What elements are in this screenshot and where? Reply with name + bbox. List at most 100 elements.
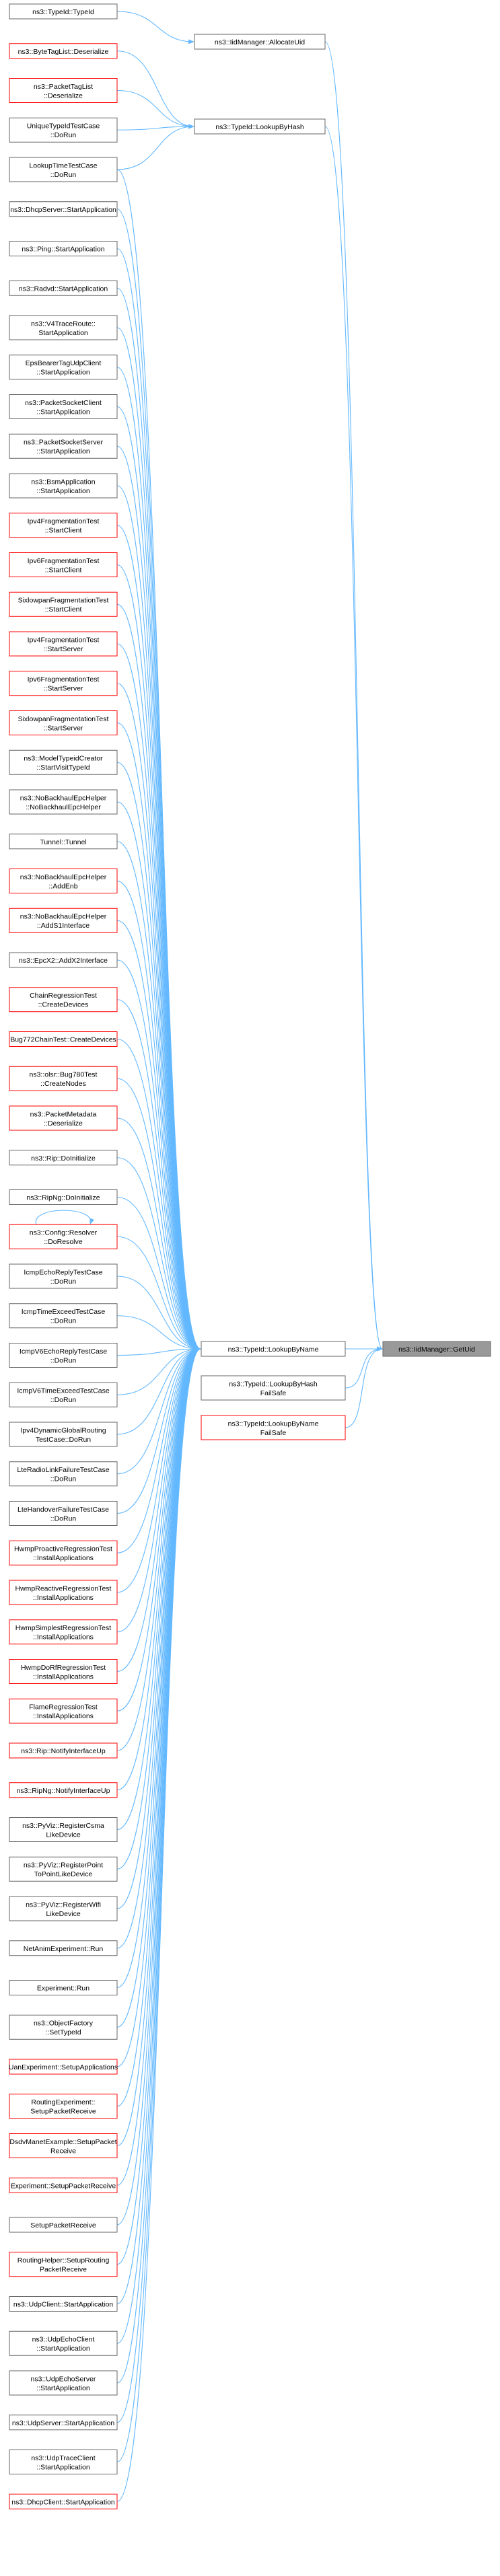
- caller-node-hwmpproactiveregressiontest-installapplications[interactable]: HwmpProactiveRegressionTest::InstallAppl…: [9, 1540, 118, 1566]
- caller-node-hwmpreactiveregressiontest-installapplications[interactable]: HwmpReactiveRegressionTest::InstallAppli…: [9, 1580, 118, 1605]
- caller-node-flameregressiontest-installapplications[interactable]: FlameRegressionTest::InstallApplications: [9, 1698, 118, 1724]
- caller-node-ns3-config-resolver-doresolve[interactable]: ns3::Config::Resolver::DoResolve: [9, 1224, 118, 1249]
- caller-node-chainregressiontest-createdevices[interactable]: ChainRegressionTest::CreateDevices: [9, 987, 118, 1013]
- call-edge: [116, 920, 201, 1352]
- caller-node-ns3-epcx2-addx2interface[interactable]: ns3::EpcX2::AddX2Interface: [9, 952, 118, 968]
- caller-node-setuppacketreceive[interactable]: SetupPacketReceive: [9, 2217, 118, 2233]
- caller-node-netanimexperiment-run[interactable]: NetAnimExperiment::Run: [9, 1940, 118, 1956]
- caller-node-ns3-packetsocketclient-startapplication[interactable]: ns3::PacketSocketClient::StartApplicatio…: [9, 394, 118, 419]
- caller-node-uanexperiment-setupapplications[interactable]: UanExperiment::SetupApplications: [9, 2059, 118, 2075]
- caller-node-ns3-rip-doinitialize[interactable]: ns3::Rip::DoInitialize: [9, 1150, 118, 1166]
- caller-node-icmpv6timeexceedtestcase-dorun[interactable]: IcmpV6TimeExceedTestCase::DoRun: [9, 1382, 118, 1407]
- node-label: ::NoBackhaulEpcHelper: [26, 803, 101, 811]
- caller-node-ns3-ping-startapplication[interactable]: ns3::Ping::StartApplication: [9, 241, 118, 256]
- node-box: [201, 1341, 346, 1357]
- node-box: [194, 34, 326, 50]
- caller-node-ns3-nobackhaulepchelper-addenb[interactable]: ns3::NoBackhaulEpcHelper::AddEnb: [9, 869, 118, 893]
- caller-node-lteradiolinkfailuretestcase-dorun[interactable]: LteRadioLinkFailureTestCase::DoRun: [9, 1461, 118, 1487]
- caller-node-ns3-packettaglist-deserialize[interactable]: ns3::PacketTagList::Deserialize: [9, 78, 118, 103]
- call-edge: [324, 41, 383, 1352]
- node-label: ::StartVisitTypeId: [36, 764, 90, 772]
- caller-node-ns3-nobackhaulepchelper-adds1interface[interactable]: ns3::NoBackhaulEpcHelper::AddS1Interface: [9, 908, 118, 933]
- caller-node-experiment-setuppacketreceive[interactable]: Experiment::SetupPacketReceive: [9, 2177, 118, 2193]
- caller-node-ns3-udptraceclient-startapplication[interactable]: ns3::UdpTraceClient::StartApplication: [9, 2450, 118, 2474]
- caller-node-ns3-packetsocketserver-startapplication[interactable]: ns3::PacketSocketServer::StartApplicatio…: [9, 433, 118, 459]
- caller-node-hwmpsimplestregressiontest-installapplications[interactable]: HwmpSimplestRegressionTest::InstallAppli…: [9, 1619, 118, 1645]
- caller-node-ns3-packetmetadata-deserialize[interactable]: ns3::PacketMetadata::Deserialize: [9, 1105, 118, 1131]
- node-label: ::StartClient: [45, 527, 82, 535]
- caller-node-ns3-pyviz-registerpoint-topointlikedevice[interactable]: ns3::PyViz::RegisterPointToPointLikeDevi…: [9, 1856, 118, 1882]
- caller-node-ns3-udpechoserver-startapplication[interactable]: ns3::UdpEchoServer::StartApplication: [9, 2370, 118, 2396]
- node-label: ::DoRun: [50, 1475, 77, 1483]
- caller-node-ns3-radvd-startapplication[interactable]: ns3::Radvd::StartApplication: [9, 280, 118, 296]
- caller-node-icmptimeexceedtestcase-dorun[interactable]: IcmpTimeExceedTestCase::DoRun: [9, 1303, 118, 1329]
- caller-node-ns3-objectfactory-settypeid[interactable]: ns3::ObjectFactory::SetTypeId: [9, 2014, 118, 2040]
- caller-node-ns3-v4traceroute-startapplication[interactable]: ns3::V4TraceRoute::StartApplication: [9, 315, 118, 340]
- node-label: EpsBearerTagUdpClient: [26, 359, 102, 367]
- call-edge: [116, 1346, 201, 2147]
- node-label: ns3::PacketTagList: [34, 83, 93, 91]
- caller-node-ipv6fragmentationtest-startserver[interactable]: Ipv6FragmentationTest::StartServer: [9, 671, 118, 696]
- focus-node-getuid[interactable]: ns3::IidManager::GetUid: [382, 1341, 491, 1357]
- node-label: ns3::Radvd::StartApplication: [19, 285, 108, 293]
- caller-node-ipv6fragmentationtest-startclient[interactable]: Ipv6FragmentationTest::StartClient: [9, 552, 118, 577]
- caller-node-ltehandoverfailuretestcase-dorun[interactable]: LteHandoverFailureTestCase::DoRun: [9, 1501, 118, 1526]
- caller-node-ns3-typeid-typeid[interactable]: ns3::TypeId::TypeId: [9, 3, 118, 20]
- caller-node-ns3-udpclient-startapplication[interactable]: ns3::UdpClient::StartApplication: [9, 2296, 118, 2312]
- function-node-ns3-typeid-lookupbyname[interactable]: ns3::TypeId::LookupByName: [201, 1341, 346, 1357]
- node-box: [9, 1224, 118, 1249]
- caller-node-ns3-ripng-notifyinterfaceup[interactable]: ns3::RipNg::NotifyInterfaceUp: [9, 1782, 118, 1798]
- caller-node-sixlowpanfragmentationtest-startclient[interactable]: SixlowpanFragmentationTest::StartClient: [9, 591, 118, 617]
- caller-node-lookuptimetestcase-dorun[interactable]: LookupTimeTestCase::DoRun: [9, 157, 118, 182]
- call-edge: [324, 126, 383, 1352]
- caller-node-hwmpdorfregressiontest-installapplications[interactable]: HwmpDoRfRegressionTest::InstallApplicati…: [9, 1659, 118, 1684]
- call-edge: [116, 1315, 201, 1352]
- caller-node-ns3-bsmapplication-startapplication[interactable]: ns3::BsmApplication::StartApplication: [9, 473, 118, 499]
- caller-node-ns3-bytetaglist-deserialize[interactable]: ns3::ByteTagList::Deserialize: [9, 43, 118, 59]
- node-label: IcmpEchoReplyTestCase: [24, 1268, 102, 1276]
- node-label: ns3::EpcX2::AddX2Interface: [19, 957, 108, 965]
- call-edge: [116, 1346, 201, 1356]
- call-edge: [35, 1210, 95, 1225]
- node-label: RoutingExperiment::: [31, 2098, 95, 2106]
- caller-node-dsdvmanetexample-setuppacket-receive[interactable]: DsdvManetExample::SetupPacketReceive: [9, 2133, 118, 2158]
- node-box: [9, 1150, 118, 1166]
- caller-node-ipv4fragmentationtest-startclient[interactable]: Ipv4FragmentationTest::StartClient: [9, 513, 118, 538]
- caller-node-ns3-nobackhaulepchelper-nobackhaulepchelper[interactable]: ns3::NoBackhaulEpcHelper::NoBackhaulEpcH…: [9, 789, 118, 815]
- caller-node-sixlowpanfragmentationtest-startserver[interactable]: SixlowpanFragmentationTest::StartServer: [9, 710, 118, 735]
- node-label: ns3::NoBackhaulEpcHelper: [20, 873, 107, 881]
- caller-node-ns3-olsr-bug780test-createnodes[interactable]: ns3::olsr::Bug780Test::CreateNodes: [9, 1066, 118, 1091]
- node-box: [9, 987, 118, 1013]
- caller-node-icmpv6echoreplytestcase-dorun[interactable]: IcmpV6EchoReplyTestCase::DoRun: [9, 1343, 118, 1368]
- call-edge: [116, 50, 194, 129]
- caller-node-ns3-rip-notifyinterfaceup[interactable]: ns3::Rip::NotifyInterfaceUp: [9, 1742, 118, 1759]
- caller-node-ns3-ripng-doinitialize[interactable]: ns3::RipNg::DoInitialize: [9, 1189, 118, 1205]
- node-label: ::StartApplication: [36, 2463, 90, 2471]
- caller-node-icmpechoreplytestcase-dorun[interactable]: IcmpEchoReplyTestCase::DoRun: [9, 1263, 118, 1289]
- caller-node-epsbearertagudpclient-startapplication[interactable]: EpsBearerTagUdpClient::StartApplication: [9, 355, 118, 380]
- caller-node-ipv4fragmentationtest-startserver[interactable]: Ipv4FragmentationTest::StartServer: [9, 631, 118, 657]
- caller-node-ns3-udpserver-startapplication[interactable]: ns3::UdpServer::StartApplication: [9, 2415, 118, 2431]
- node-box: [382, 1341, 491, 1357]
- node-label: ::StartServer: [44, 645, 83, 653]
- function-node-ns3-iidmanager-allocateuid[interactable]: ns3::IidManager::AllocateUid: [194, 34, 326, 50]
- caller-node-tunnel-tunnel[interactable]: Tunnel::Tunnel: [9, 834, 118, 850]
- function-node-ns3-typeid-lookupbyhash[interactable]: ns3::TypeId::LookupByHash: [194, 118, 326, 135]
- caller-node-ns3-dhcpserver-startapplication[interactable]: ns3::DhcpServer::StartApplication: [9, 201, 118, 217]
- call-edge: [116, 1346, 201, 1949]
- caller-node-experiment-run[interactable]: Experiment::Run: [9, 1980, 118, 1995]
- caller-node-ns3-modeltypeidcreator-startvisittypeid[interactable]: ns3::ModelTypeidCreator::StartVisitTypeI…: [9, 749, 118, 775]
- caller-node-routingexperiment-setuppacketreceive[interactable]: RoutingExperiment::SetupPacketReceive: [9, 2094, 118, 2119]
- caller-node-ns3-dhcpclient-startapplication[interactable]: ns3::DhcpClient::StartApplication: [9, 2493, 118, 2509]
- node-label: ::StartApplication: [36, 369, 90, 377]
- caller-node-ns3-udpechoclient-startapplication[interactable]: ns3::UdpEchoClient::StartApplication: [9, 2330, 118, 2356]
- caller-node-bug772chaintest-createdevices[interactable]: Bug772ChainTest::CreateDevices: [9, 1031, 118, 1047]
- node-box: [9, 1461, 118, 1487]
- caller-node-uniquetypeidtestcase-dorun[interactable]: UniqueTypeIdTestCase::DoRun: [9, 117, 118, 143]
